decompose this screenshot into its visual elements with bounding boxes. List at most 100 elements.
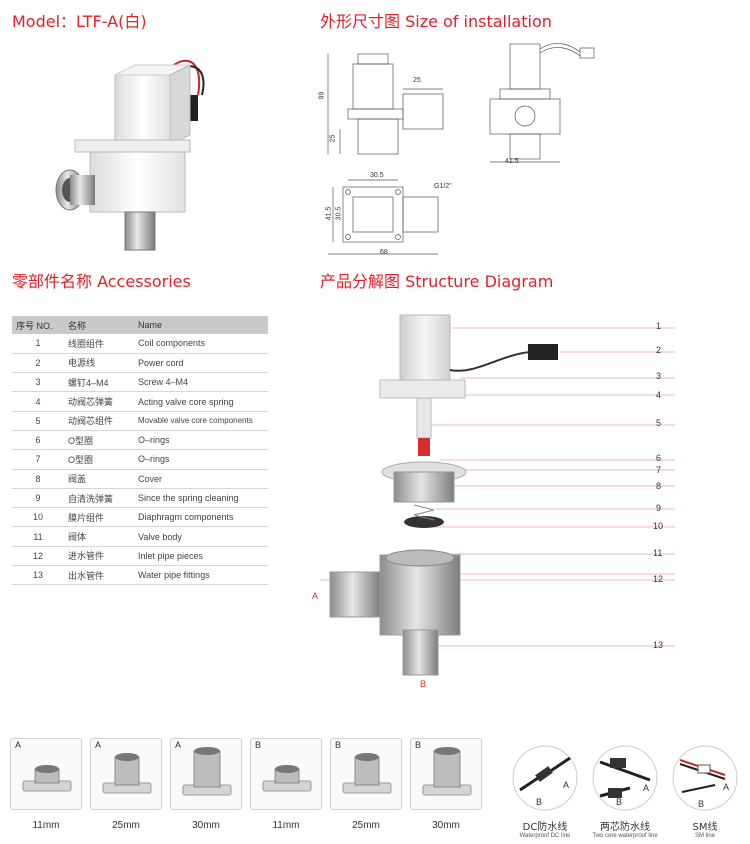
wire-label-en: Two core waterproof line <box>592 833 658 839</box>
port-b-label: B <box>420 679 427 689</box>
dim-top-thread: G1/2" <box>434 183 452 190</box>
header-name: Name <box>134 316 268 334</box>
row-cn: 自清洗弹簧 <box>64 488 134 509</box>
product-photo <box>55 59 205 251</box>
row-no: 1 <box>12 334 64 354</box>
wire-label-cn: DC防水线 <box>522 822 568 833</box>
fitting-size: 11mm <box>32 820 60 831</box>
wire-sm-a: A <box>723 782 730 792</box>
fitting-a-11mm: A <box>10 738 82 810</box>
row-name: Diaphragm components <box>134 507 268 528</box>
row-cn: 进水管件 <box>64 546 134 567</box>
callout-5: 5 <box>656 418 662 428</box>
accessories-title: 零部件名称 Accessories <box>12 272 191 291</box>
row-name: O–rings <box>134 449 268 470</box>
fitting-tag: A <box>175 740 182 750</box>
fitting-a-25mm: A <box>90 738 162 810</box>
callout-11: 11 <box>653 548 663 558</box>
row-no: 9 <box>12 488 64 509</box>
row-cn: 线圈组件 <box>64 334 134 354</box>
port-a-label: A <box>312 591 319 601</box>
wire-sm-b: B <box>698 799 705 809</box>
row-name: Inlet pipe pieces <box>134 546 268 567</box>
row-cn: 阀体 <box>64 526 134 547</box>
callout-8: 8 <box>656 481 662 491</box>
row-no: 3 <box>12 372 64 393</box>
top-view-drawing <box>328 179 439 255</box>
row-no: 5 <box>12 411 64 431</box>
row-name: Movable valve core components <box>134 411 268 431</box>
fitting-tag: B <box>415 740 422 750</box>
row-no: 2 <box>12 353 64 374</box>
row-cn: O型圈 <box>64 449 134 470</box>
row-name: Since the spring cleaning <box>134 488 268 509</box>
row-cn: 螺钉4–M4 <box>64 372 134 393</box>
wire-dc-a: A <box>563 780 570 790</box>
wire-two-core-a: A <box>643 783 650 793</box>
header-no: 序号 NO. <box>12 316 64 334</box>
dim-top-h2: 30.5 <box>335 206 343 221</box>
wire-label-cn: SM线 <box>692 822 718 833</box>
row-no: 8 <box>12 469 64 489</box>
fitting-tag: A <box>95 740 102 750</box>
dim-front-width: 41.5 <box>505 158 519 165</box>
row-cn: 电源线 <box>64 353 134 374</box>
callout-2: 2 <box>656 345 662 355</box>
dim-top-length: 68 <box>380 249 388 256</box>
fitting-size: 30mm <box>432 820 460 831</box>
header-cn: 名称 <box>64 316 134 334</box>
fitting-size: 30mm <box>192 820 220 831</box>
row-cn: 动阀芯组件 <box>64 411 134 431</box>
row-cn: 阀盖 <box>64 469 134 489</box>
wire-two-core-b: B <box>616 797 623 807</box>
row-no: 4 <box>12 391 64 412</box>
row-name: Coil components <box>134 334 268 354</box>
callout-1: 1 <box>656 321 662 331</box>
row-name: Power cord <box>134 353 268 374</box>
dc-waterproof-wire <box>512 745 578 811</box>
two-core-waterproof-wire <box>592 745 658 811</box>
dim-top-width: 30.5 <box>370 172 384 179</box>
row-cn: 出水管件 <box>64 565 134 586</box>
wire-label-cn: 两芯防水线 <box>600 822 650 833</box>
row-no: 10 <box>12 507 64 528</box>
wire-dc-b: B <box>536 797 543 807</box>
row-name: Acting valve core spring <box>134 391 268 412</box>
installation-title: 外形尺寸图 Size of installation <box>320 12 552 31</box>
dim-top-h1: 41.5 <box>325 206 333 221</box>
row-no: 6 <box>12 430 64 451</box>
fitting-b-25mm: B <box>330 738 402 810</box>
callout-12: 12 <box>653 574 664 584</box>
fitting-size: 25mm <box>112 820 140 831</box>
callout-6: 6 <box>656 453 662 463</box>
fitting-tag: B <box>255 740 262 750</box>
callout-9: 9 <box>656 503 662 513</box>
row-name: Cover <box>134 469 268 489</box>
callout-10: 10 <box>653 521 664 531</box>
dim-side-outlet: 25 <box>413 77 421 84</box>
row-cn: 动阀芯弹簧 <box>64 391 134 412</box>
structure-title: 产品分解图 Structure Diagram <box>320 272 554 291</box>
callout-7: 7 <box>656 465 662 475</box>
fitting-b-11mm: B <box>250 738 322 810</box>
wire-label-en: SM line <box>694 833 715 839</box>
row-no: 13 <box>12 565 64 586</box>
sm-wire <box>672 745 738 811</box>
callout-4: 4 <box>656 390 662 400</box>
structure-diagram <box>320 314 675 676</box>
front-view-drawing <box>489 43 595 163</box>
fitting-size: 25mm <box>352 820 380 831</box>
